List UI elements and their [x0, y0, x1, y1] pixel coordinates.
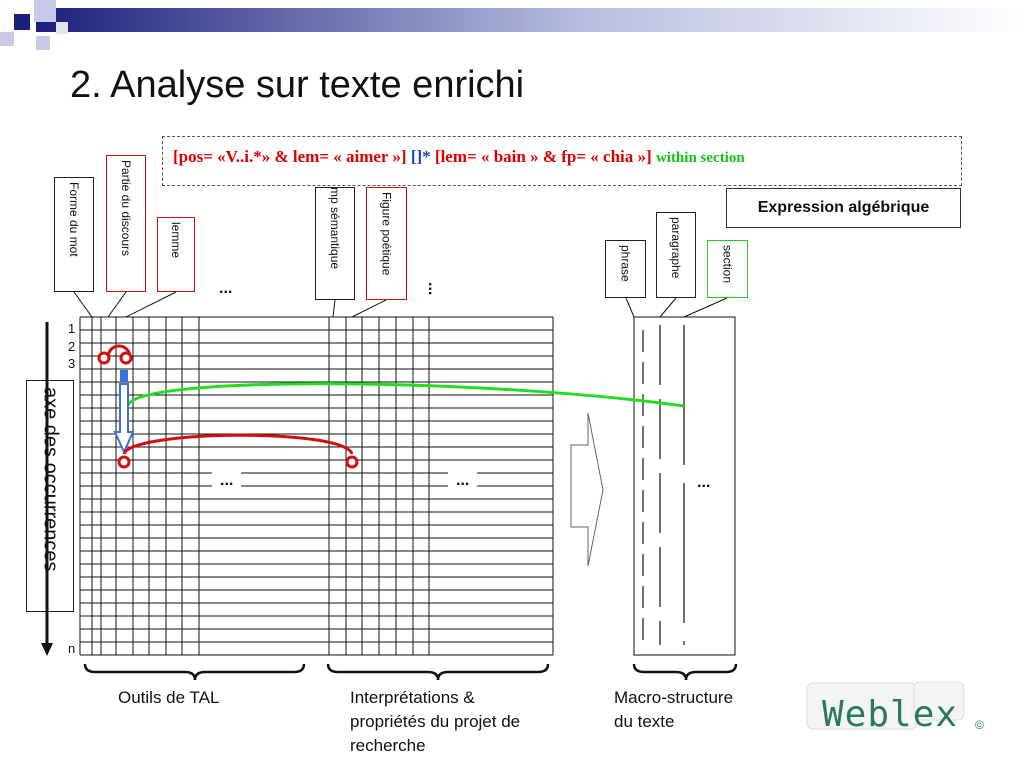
leader-line	[683, 297, 728, 318]
row-number-n: n	[68, 641, 76, 656]
label-forme-du-mot: Forme du mot	[54, 177, 94, 292]
brace-outils	[83, 663, 306, 681]
label-partie-du-discours: Partie du discours	[106, 155, 146, 292]
group-label-interpretations-line2: propriétés du projet de	[350, 712, 521, 731]
weblex-logo-frame	[806, 682, 965, 730]
query-expression: [pos= «V..i.*» & lem= « aimer »] []* [le…	[162, 136, 962, 186]
query-part-within: within section	[655, 150, 745, 166]
green-section-span	[126, 382, 685, 408]
leader-line	[351, 299, 387, 318]
red-marker-bottom-left	[117, 455, 131, 469]
group-label-outils: Outils de TAL	[118, 688, 220, 707]
ellipsis-labels-1: ...	[219, 280, 233, 297]
leader-line	[659, 297, 677, 318]
group-label-interpretations-line3: recherche	[350, 736, 426, 755]
row-number-1: 1	[68, 321, 76, 336]
label-paragraphe: paragraphe	[656, 212, 696, 298]
brace-interpretations	[326, 663, 550, 681]
label-leader-lines	[73, 291, 728, 318]
query-part-red-1: [pos= «V..i.*» & lem= « aimer »]	[173, 147, 411, 166]
ellipsis-labels-2: ...	[425, 282, 442, 296]
leader-line	[332, 299, 336, 318]
row-number-3: 3	[68, 356, 76, 371]
label-phrase: phrase	[605, 240, 646, 298]
leader-line	[73, 291, 93, 318]
header-square-light	[34, 0, 56, 22]
ellipsis-macro: ...	[697, 474, 711, 491]
label-lemme: lemme	[157, 217, 195, 292]
query-part-red-2: [lem= « bain » & fp= « chia »]	[434, 147, 656, 166]
axis-arrow	[41, 322, 53, 656]
header-decoration	[0, 0, 1024, 50]
label-champ-semantique: Champ sémantique	[315, 187, 355, 300]
ellipsis-grid-1: ...	[212, 472, 242, 490]
blue-down-arrow	[113, 370, 135, 455]
brace-macro	[632, 663, 738, 681]
axis-occurrences-label: axe des occurrences	[26, 380, 74, 612]
group-label-macro-line2: du texte	[614, 712, 675, 731]
header-square-dark	[14, 14, 30, 30]
red-marker-bottom-right	[345, 455, 359, 469]
annotation-grid	[79, 316, 554, 656]
transform-arrow	[570, 412, 604, 567]
leader-line	[125, 291, 177, 318]
red-marker-top-left	[97, 351, 111, 365]
ellipsis-grid-2: ...	[448, 472, 478, 490]
red-marker-top-right	[119, 351, 133, 365]
query-part-blue: []*	[410, 147, 435, 166]
weblex-logo-mark: ©	[975, 718, 984, 732]
group-label-interpretations-line1: Interprétations &	[350, 688, 475, 707]
label-figure-poetique: Figure poétique	[366, 187, 407, 300]
slide-title: 2. Analyse sur texte enrichi	[70, 64, 525, 106]
leader-line	[107, 291, 127, 318]
label-section: section	[707, 240, 748, 298]
macro-structure-column	[633, 316, 736, 656]
algebraic-expression-label: Expression algébrique	[726, 188, 961, 228]
leader-line	[625, 297, 635, 318]
weblex-logo-text: Weblex	[822, 694, 959, 735]
row-number-2: 2	[68, 339, 76, 354]
red-arc-span	[122, 433, 354, 455]
group-label-macro-line1: Macro-structure	[614, 688, 734, 707]
